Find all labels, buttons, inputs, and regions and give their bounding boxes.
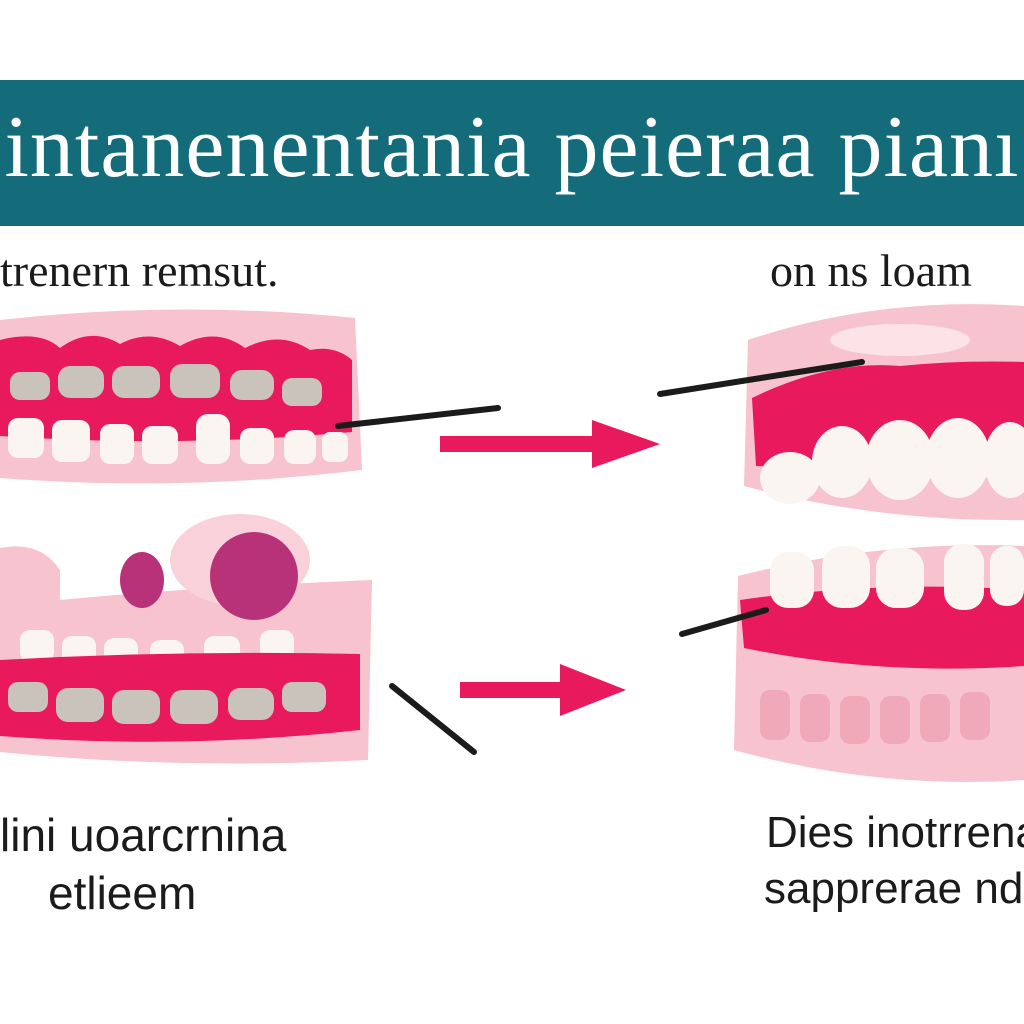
teeth-top-right (744, 304, 1024, 521)
lesion-small (120, 552, 164, 608)
upper-teeth-top-left (10, 364, 322, 406)
teeth-top-left (0, 309, 362, 484)
arrow-bottom (460, 664, 626, 716)
label-top-left: trenern remsut. (0, 245, 279, 296)
label-top-right: on ns loam (770, 245, 972, 296)
arrows (440, 420, 660, 716)
arrow-top (440, 420, 660, 468)
lower-teeth-bottom-left (8, 682, 326, 724)
label-bottom-right-line2: sapprerae ndi (764, 864, 1024, 913)
pointer-line-bottom-right (679, 607, 769, 637)
gum-texture-bottom-right (760, 690, 990, 744)
gum-top-detail-top-right (830, 324, 970, 356)
pointer-lines (335, 359, 865, 755)
pointer-line-top-left (335, 405, 501, 429)
teeth-bottom-left (0, 514, 372, 764)
teeth-bottom-right (734, 544, 1024, 782)
label-bottom-left-line2: etlieem (48, 867, 197, 919)
upper-teeth-top-right (760, 418, 1024, 504)
label-bottom-left-line1: lini uoarcrnina (0, 809, 287, 861)
pointer-line-bottom-left (389, 683, 477, 755)
label-bottom-right-line1: Dies inotrrena (766, 808, 1024, 857)
teeth-row-bottom-right (770, 544, 1024, 610)
lower-teeth-top-left (8, 414, 348, 464)
lesion-large (210, 532, 298, 620)
pointer-line-top-right (657, 359, 865, 397)
banner-title: intanenentania peierаa pianı (4, 99, 1020, 196)
title-banner: intanenentania peierаa pianı (0, 80, 1024, 226)
